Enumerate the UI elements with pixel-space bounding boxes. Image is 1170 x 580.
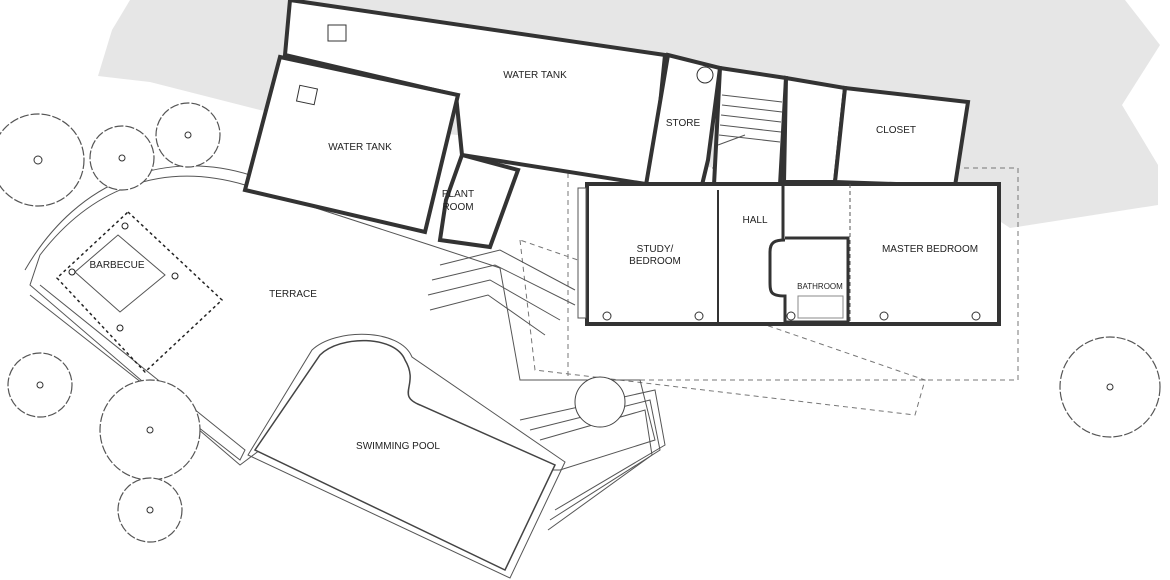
terrace-setout-line [519, 239, 926, 416]
closet [832, 85, 971, 189]
label-plant-room-1: PLANT [442, 189, 474, 200]
label-master-bedroom: MASTER BEDROOM [882, 244, 978, 255]
terrace-edge-lower [29, 284, 246, 461]
label-store: STORE [666, 118, 701, 129]
columns [602, 311, 981, 321]
label-closet: CLOSET [876, 125, 916, 136]
trees [0, 102, 1161, 543]
stair-hall [711, 65, 789, 187]
swimming-pool [253, 339, 557, 572]
label-water-tank-upper: WATER TANK [503, 70, 567, 81]
label-study-1: STUDY/ [637, 244, 674, 255]
label-terrace: TERRACE [269, 289, 317, 300]
label-bathroom: BATHROOM [797, 282, 843, 291]
plant-room [437, 152, 521, 250]
label-study-2: BEDROOM [629, 256, 681, 267]
building [242, 0, 1001, 326]
water-tank-lower [242, 54, 461, 235]
label-hall: HALL [742, 215, 767, 226]
bathroom [768, 236, 850, 324]
label-barbecue: BARBECUE [89, 260, 144, 271]
barbecue-area [55, 210, 224, 374]
stairs [717, 94, 783, 146]
barbecue-grill [74, 234, 166, 313]
store [643, 52, 723, 187]
label-plant-room-2: ROOM [442, 202, 473, 213]
label-water-tank-lower: WATER TANK [328, 142, 392, 153]
label-swimming-pool: SWIMMING POOL [356, 441, 440, 452]
barbecue-posts [68, 222, 179, 332]
pebble-pit [574, 376, 626, 428]
pool-coping [247, 333, 566, 579]
